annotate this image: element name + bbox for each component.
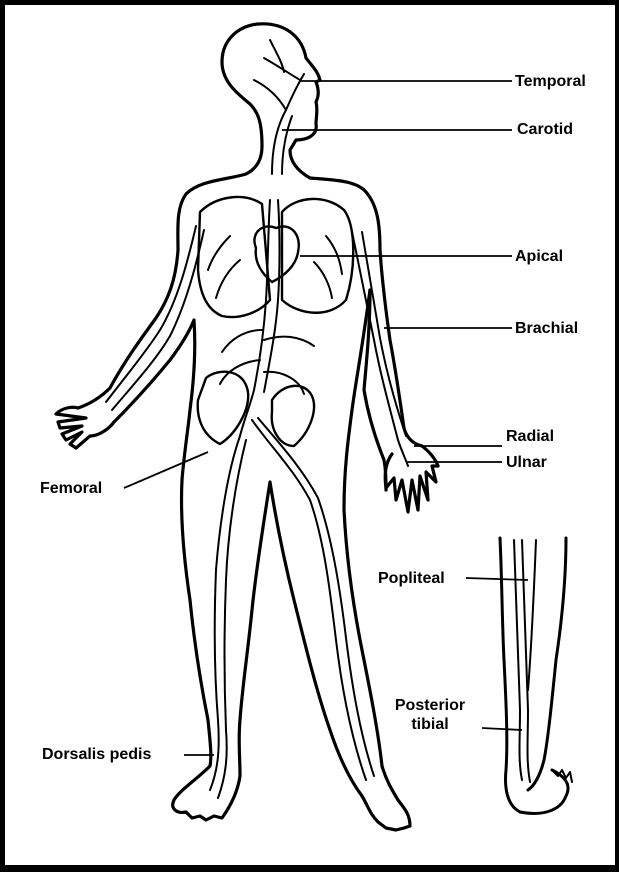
- label-carotid: Carotid: [517, 121, 573, 139]
- label-tibial: tibial: [386, 716, 474, 734]
- leader-posterior-tibial: [482, 728, 522, 730]
- blood-vessels: [106, 40, 408, 798]
- human-body-outline: [56, 24, 438, 830]
- label-temporal: Temporal: [515, 73, 586, 91]
- leader-lines: [124, 81, 528, 755]
- label-posterior: Posterior: [386, 697, 474, 715]
- leader-femoral: [124, 452, 208, 488]
- leader-popliteal: [466, 578, 528, 580]
- label-popliteal: Popliteal: [378, 570, 445, 588]
- label-apical: Apical: [515, 248, 563, 266]
- label-dorsalis-pedis: Dorsalis pedis: [42, 746, 151, 764]
- label-brachial: Brachial: [515, 320, 578, 338]
- leg-vessels: [514, 540, 536, 782]
- label-femoral: Femoral: [40, 480, 102, 498]
- label-radial: Radial: [506, 428, 554, 446]
- label-ulnar: Ulnar: [506, 454, 547, 472]
